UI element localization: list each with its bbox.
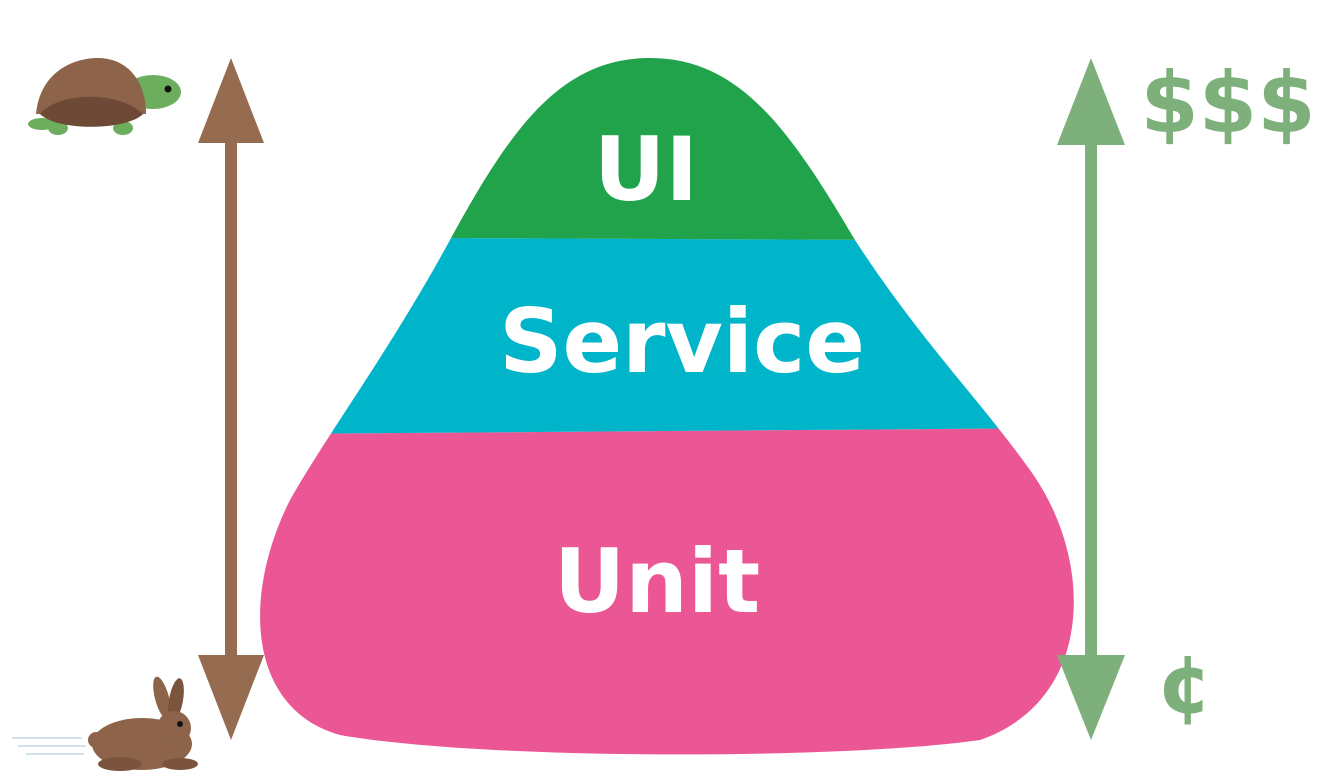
- layer-band-unit: [260, 426, 1074, 755]
- cost-high-label: $$$: [1140, 54, 1315, 152]
- cost-low-label: ¢: [1157, 638, 1213, 731]
- rabbit-icon: [12, 676, 198, 771]
- speed-axis-arrow: [198, 58, 264, 740]
- turtle-icon: [28, 58, 181, 135]
- cost-axis-arrow: [1057, 58, 1125, 740]
- layer-label-ui: UI: [594, 118, 698, 221]
- layer-label-service: Service: [499, 290, 865, 393]
- layer-label-unit: Unit: [554, 530, 760, 633]
